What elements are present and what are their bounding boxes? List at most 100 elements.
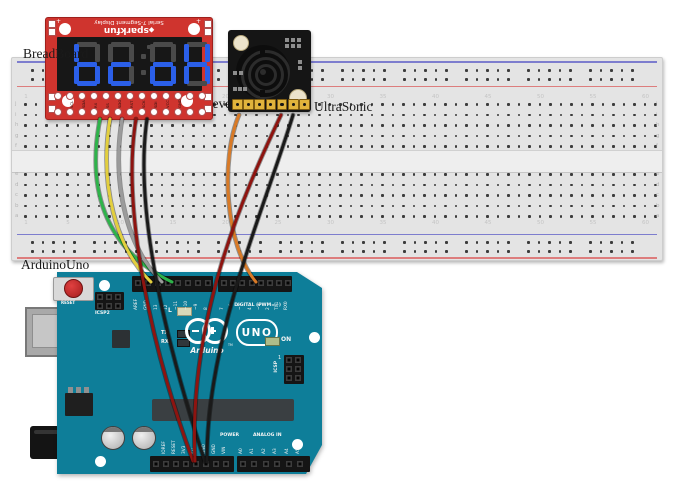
breadboard-hole — [538, 173, 542, 176]
breadboard-rail-hole — [310, 69, 314, 72]
breadboard-hole — [391, 204, 395, 208]
arduino-pin-hole[interactable] — [106, 294, 112, 300]
arduino-pin-hole[interactable] — [185, 280, 191, 286]
arduino-pin-hole[interactable] — [193, 461, 199, 467]
arduino-pin-hole[interactable] — [205, 280, 211, 286]
arduino-part-label[interactable]: ArduinoUno — [21, 257, 90, 272]
breadboard-rail-hole — [527, 241, 530, 244]
transducer-ring-inner — [255, 64, 277, 86]
arduino-pin-hole[interactable] — [223, 461, 229, 467]
breadboard-part-label[interactable]: BreadBoard — [23, 46, 89, 61]
breadboard-rail-hole — [124, 250, 128, 253]
arduino-pin-label: A0 — [239, 448, 244, 454]
arduino-pin-hole[interactable] — [230, 280, 237, 286]
seven-seg-segment-c — [205, 66, 210, 84]
arduino-pin-hole[interactable] — [262, 461, 269, 467]
arduino-pin-hole[interactable] — [165, 280, 171, 286]
breadboard-rail-hole — [569, 69, 572, 72]
arduino-pin-hole[interactable] — [195, 280, 201, 286]
breadboard-hole — [622, 124, 626, 127]
arduino-brand-text: Arduino — [190, 346, 224, 355]
arduino-pin-hole[interactable] — [221, 280, 227, 286]
breadboard-hole — [181, 194, 185, 197]
breadboard-hole — [286, 145, 290, 148]
reset-button-cap[interactable] — [64, 279, 83, 298]
breadboard-rail-hole — [589, 69, 592, 72]
arduino-pin-hole[interactable] — [163, 461, 169, 467]
breadboard-rail-hole — [321, 241, 324, 244]
arduino-pin-label: VIN — [222, 446, 227, 454]
arduino-pin-hole[interactable] — [257, 280, 264, 286]
breadboard-rail-hole — [631, 250, 634, 253]
breadboard-rail-hole — [413, 78, 417, 81]
breadboard-hole — [255, 173, 258, 176]
breadboard-rail-hole — [527, 250, 530, 253]
arduino-uno-board[interactable]: RESET DIGITAL (PWM=~) ICSP2 L TX RX Ardu — [53, 272, 322, 474]
arduino-pin-hole[interactable] — [155, 280, 161, 286]
arduino-pin-hole[interactable] — [183, 461, 189, 467]
breadboard-hole — [223, 124, 227, 127]
breadboard-rail-hole — [41, 241, 45, 244]
display-plus-mark: + — [56, 18, 62, 25]
breadboard-rail-hole — [217, 241, 220, 244]
breadboard-column-number: 35 — [379, 94, 387, 100]
arduino-pin-hole[interactable] — [115, 303, 121, 309]
breadboard-hole — [24, 145, 27, 148]
breadboard-hole — [97, 173, 101, 176]
breadboard-rail-hole — [62, 250, 66, 253]
seven-segment-display-board[interactable]: Serial 7-Segment Display ◆sparkfun ++SCL… — [45, 17, 213, 120]
arduino-pin-hole[interactable] — [295, 357, 301, 363]
ultrasonic-part-label[interactable]: UltraSonic — [314, 99, 373, 114]
arduino-pin-hole[interactable] — [286, 357, 292, 363]
arduino-pin-hole[interactable] — [295, 375, 301, 381]
breadboard-hole — [328, 113, 332, 117]
breadboard-hole — [633, 194, 636, 197]
sparkfun-brand-text: sparkfun — [103, 25, 149, 35]
breadboard-rail-hole — [289, 241, 293, 244]
breadboard-hole — [349, 215, 353, 218]
arduino-pin-hole[interactable] — [203, 461, 209, 467]
arduino-pin-hole[interactable] — [297, 461, 303, 467]
arduino-pin-hole[interactable] — [239, 280, 246, 286]
arduino-pin-hole[interactable] — [276, 280, 283, 286]
breadboard-hole — [150, 194, 153, 197]
breadboard-rail-hole — [465, 241, 468, 244]
arduino-pin-hole[interactable] — [286, 366, 292, 372]
ultrasonic-sensor-board[interactable] — [228, 30, 311, 112]
arduino-pin-hole[interactable] — [267, 280, 273, 286]
arduino-pin-hole[interactable] — [240, 461, 246, 467]
arduino-pin-hole[interactable] — [285, 461, 292, 467]
arduino-pin-hole[interactable] — [213, 461, 219, 467]
breadboard-hole — [580, 103, 584, 106]
led-on-label: ON — [281, 336, 292, 343]
seven-seg-segment-e — [150, 66, 155, 84]
breadboard-hole — [465, 173, 468, 176]
breadboard-hole — [391, 183, 395, 187]
arduino-pin-hole[interactable] — [285, 280, 292, 286]
arduino-pin-hole[interactable] — [115, 294, 121, 300]
breadboard-hole — [139, 183, 143, 187]
arduino-pin-hole[interactable] — [173, 461, 179, 467]
arduino-pin-hole[interactable] — [145, 280, 151, 286]
breadboard-hole — [213, 113, 216, 117]
arduino-pin-hole[interactable] — [106, 303, 112, 309]
arduino-pin-hole[interactable] — [135, 280, 141, 286]
breadboard-rail-hole — [351, 78, 355, 81]
arduino-pin-hole[interactable] — [97, 303, 103, 309]
arduino-pin-hole[interactable] — [274, 461, 281, 467]
breadboard-hole — [622, 215, 626, 218]
seven-seg-segment-a — [153, 42, 173, 47]
breadboard-hole — [412, 145, 416, 148]
arduino-pin-hole[interactable] — [97, 294, 103, 300]
arduino-pin-hole[interactable] — [175, 280, 181, 286]
breadboard-hole — [24, 173, 27, 176]
arduino-pin-hole[interactable] — [248, 280, 255, 286]
breadboard-hole — [286, 124, 290, 127]
arduino-pin-hole[interactable] — [286, 375, 292, 381]
arduino-pin-hole[interactable] — [153, 461, 159, 467]
breadboard-rail-hole — [321, 69, 324, 72]
breadboard-hole — [129, 124, 132, 127]
breadboard-hole — [349, 173, 353, 176]
arduino-pin-hole[interactable] — [295, 366, 301, 372]
arduino-pin-hole[interactable] — [251, 461, 258, 467]
